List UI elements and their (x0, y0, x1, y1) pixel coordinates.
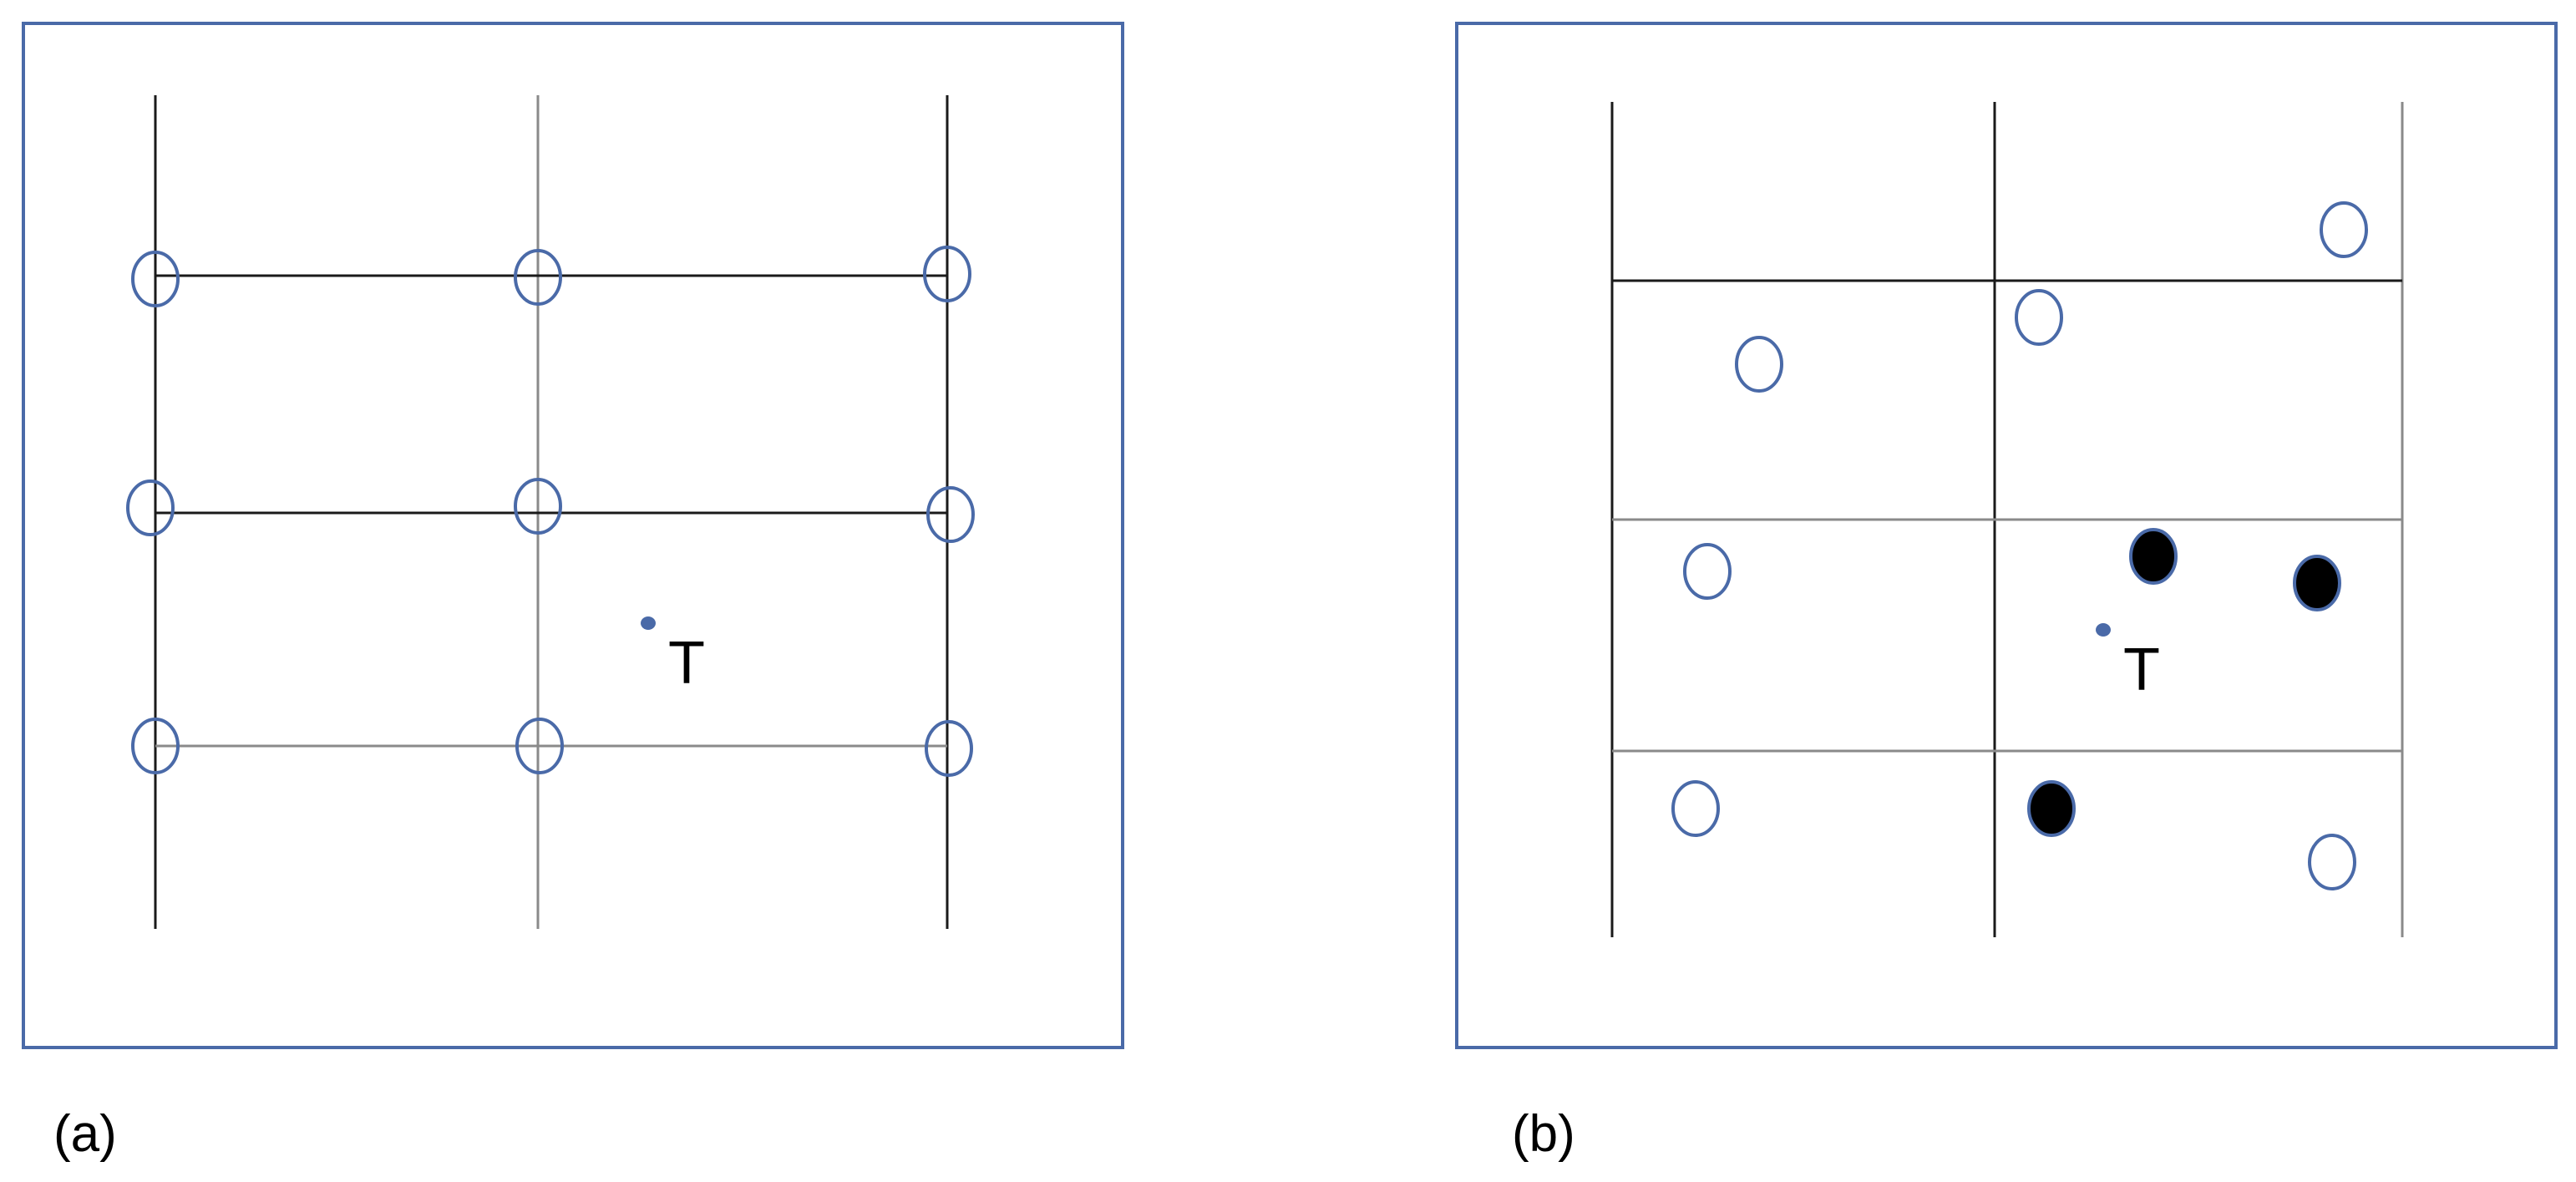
panel-b-filled-node (2027, 780, 2076, 837)
panel-a: T (a) (22, 22, 1124, 1163)
panel-b-filled-node (2293, 555, 2341, 611)
panel-a-node (926, 486, 975, 543)
panel-b: T (b) (1455, 22, 2558, 1163)
panel-b-target-label: T (2123, 637, 2160, 703)
panel-a-caption: (a) (53, 1105, 117, 1163)
panel-a-node (131, 718, 180, 774)
panel-b-open-node (2308, 834, 2356, 890)
panel-b-open-node (1671, 780, 1720, 837)
panel-a-node (514, 249, 562, 306)
panel-b-open-node (2015, 289, 2063, 346)
panel-b-open-node (2320, 201, 2368, 258)
panel-a-target-label: T (668, 630, 705, 697)
panel-b-open-node (1683, 543, 1732, 600)
panel-a-node (925, 720, 973, 777)
panel-a-node (514, 478, 562, 535)
panel-a-target-dot (641, 616, 656, 630)
panel-a-node (923, 246, 971, 302)
panel-b-open-node (1735, 336, 1783, 393)
panel-b-filled-node (2129, 528, 2178, 585)
panel-b-frame (1455, 22, 2558, 1049)
panel-a-node (515, 718, 564, 774)
panel-b-caption: (b) (1512, 1105, 1575, 1163)
panel-a-node (131, 251, 180, 307)
panel-a-node (126, 479, 175, 536)
panel-a-frame (22, 22, 1124, 1049)
panel-b-target-dot (2096, 623, 2111, 637)
